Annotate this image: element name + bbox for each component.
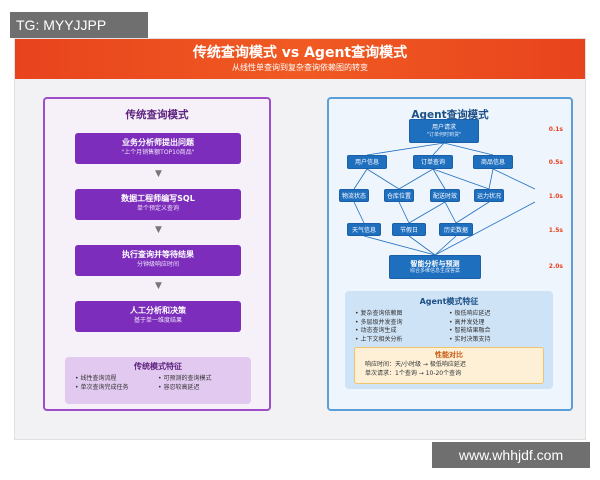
feature-item: • 实时决策支持 bbox=[449, 335, 491, 343]
feature-item: • 上下文相关分析 bbox=[355, 335, 403, 343]
node-label: 物流状态 bbox=[341, 193, 366, 200]
agent-mode-panel: Agent查询模式 用户请求 "订单何时到货" 用户信息 订单查询 商品信息 物… bbox=[327, 97, 573, 411]
agent-mode-title: Agent查询模式 bbox=[411, 109, 489, 121]
traditional-mode-panel: 传统查询模式 业务分析师提出问题 "上个月销售额TOP10商品" ▼ 数据工程师… bbox=[43, 97, 271, 411]
node-label: 运力状况 bbox=[476, 193, 501, 200]
timing-label: 1.5s bbox=[548, 227, 563, 234]
traditional-features-box: 传统模式特征 • 线性查询流程 • 可预测的查询模式 • 单次查询完成任务 • … bbox=[65, 357, 251, 404]
analysis-prediction-node: 智能分析与预测 综合多维信息生成答案 bbox=[389, 255, 481, 279]
diagram-subtitle: 从线性单查询到复杂查询依赖图的转变 bbox=[232, 63, 368, 72]
node-title: 智能分析与预测 bbox=[410, 260, 460, 268]
step-subtitle: 分钟级响应时间 bbox=[136, 261, 179, 268]
node-label: 历史数据 bbox=[443, 227, 468, 234]
history-data-node: 历史数据 bbox=[439, 223, 473, 236]
performance-compare-box: 性能对比 响应时间：天/小时级 → 极低响应延迟 单次请求：1个查询 → 10-… bbox=[354, 347, 544, 384]
traditional-step-1: 业务分析师提出问题 "上个月销售额TOP10商品" bbox=[75, 133, 241, 164]
comparison-diagram: 传统查询模式 vs Agent查询模式 从线性单查询到复杂查询依赖图的转变 传统… bbox=[14, 38, 586, 440]
step-title: 数据工程师编写SQL bbox=[121, 194, 195, 203]
traditional-features-title: 传统模式特征 bbox=[134, 362, 182, 371]
step-subtitle: "上个月销售额TOP10商品" bbox=[121, 149, 195, 156]
compare-row: 单次请求：1个查询 → 10-20个查询 bbox=[365, 370, 462, 377]
feature-item: • 智能结果融合 bbox=[449, 327, 491, 334]
user-info-node: 用户信息 bbox=[347, 155, 387, 169]
step-subtitle: 基于单一维度结果 bbox=[133, 317, 182, 324]
diagram-title: 传统查询模式 vs Agent查询模式 bbox=[192, 45, 408, 61]
node-label: 用户信息 bbox=[354, 159, 379, 166]
traditional-step-2: 数据工程师编写SQL 单个预定义查询 bbox=[75, 189, 241, 220]
node-subtitle: 综合多维信息生成答案 bbox=[409, 268, 460, 274]
capacity-status-node: 运力状况 bbox=[474, 189, 504, 202]
weather-info-node: 天气信息 bbox=[347, 223, 381, 236]
holiday-node: 节假日 bbox=[392, 223, 426, 236]
title-banner: 传统查询模式 vs Agent查询模式 从线性单查询到复杂查询依赖图的转变 bbox=[15, 39, 585, 79]
arrow-down-icon: ▼ bbox=[155, 281, 162, 291]
agent-features-title: Agent模式特征 bbox=[419, 297, 479, 306]
step-subtitle: 单个预定义查询 bbox=[136, 205, 179, 212]
feature-item: • 多层级并发查询 bbox=[355, 318, 403, 326]
node-subtitle: "订单何时到货" bbox=[426, 132, 462, 138]
timing-label: 2.0s bbox=[548, 263, 563, 270]
delivery-time-node: 配送时效 bbox=[430, 189, 460, 202]
timing-label: 1.0s bbox=[548, 193, 563, 200]
traditional-features-list: • 线性查询流程 • 可预测的查询模式 • 单次查询完成任务 • 容忍较高延迟 bbox=[65, 372, 251, 392]
node-label: 配送时效 bbox=[432, 193, 457, 200]
node-label: 节假日 bbox=[399, 227, 418, 234]
feature-item: • 单次查询完成任务 bbox=[75, 383, 129, 391]
arrow-down-icon: ▼ bbox=[155, 169, 162, 179]
agent-features-list: • 复杂查询依赖图 • 极低响应延迟 • 多层级并发查询 • 高并发处理 • 动… bbox=[345, 307, 553, 344]
performance-compare-title: 性能对比 bbox=[435, 351, 463, 359]
node-label: 商品信息 bbox=[480, 159, 505, 166]
node-label: 订单查询 bbox=[420, 159, 445, 166]
traditional-step-4: 人工分析和决策 基于单一维度结果 bbox=[75, 301, 241, 332]
compare-row: 响应时间：天/小时级 → 极低响应延迟 bbox=[365, 361, 466, 368]
step-title: 执行查询并等待结果 bbox=[122, 250, 194, 259]
logistics-status-node: 物流状态 bbox=[339, 189, 369, 202]
node-title: 用户请求 bbox=[431, 124, 456, 131]
arrow-down-icon: ▼ bbox=[155, 225, 162, 235]
channel-label: TG: MYYJJPP bbox=[10, 12, 148, 38]
timing-label: 0.1s bbox=[548, 126, 563, 133]
node-label: 仓库位置 bbox=[386, 193, 411, 200]
user-request-node: 用户请求 "订单何时到货" bbox=[409, 119, 479, 143]
feature-item: • 高并发处理 bbox=[449, 318, 485, 326]
step-title: 人工分析和决策 bbox=[130, 306, 186, 315]
agent-features-box: Agent模式特征 • 复杂查询依赖图 • 极低响应延迟 • 多层级并发查询 •… bbox=[345, 291, 553, 389]
timing-label: 0.5s bbox=[548, 159, 563, 166]
warehouse-location-node: 仓库位置 bbox=[384, 189, 414, 202]
node-label: 天气信息 bbox=[351, 227, 376, 234]
traditional-mode-title: 传统查询模式 bbox=[125, 109, 189, 121]
product-info-node: 商品信息 bbox=[473, 155, 513, 169]
traditional-step-3: 执行查询并等待结果 分钟级响应时间 bbox=[75, 245, 241, 276]
step-title: 业务分析师提出问题 bbox=[122, 138, 194, 147]
order-query-node: 订单查询 bbox=[413, 155, 453, 169]
feature-item: • 容忍较高延迟 bbox=[158, 383, 200, 391]
feature-item: • 复杂查询依赖图 bbox=[355, 310, 403, 317]
dependency-links bbox=[353, 142, 536, 256]
feature-item: • 线性查询流程 bbox=[75, 375, 117, 382]
feature-item: • 可预测的查询模式 bbox=[158, 375, 212, 382]
feature-item: • 动态查询生成 bbox=[355, 327, 397, 334]
feature-item: • 极低响应延迟 bbox=[449, 310, 491, 317]
watermark-label: www.whhjdf.com bbox=[432, 442, 590, 468]
